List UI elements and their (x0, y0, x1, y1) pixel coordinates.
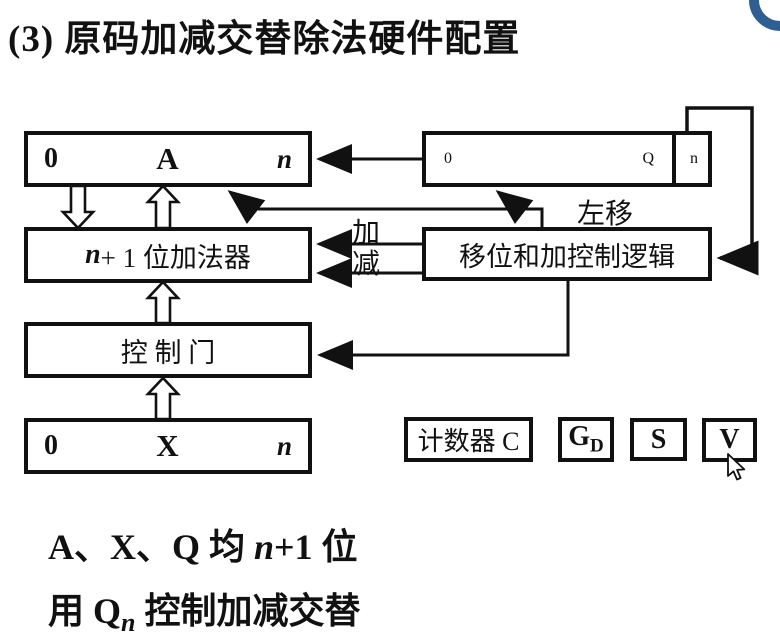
bus-x-to-gate (144, 376, 182, 421)
register-a-box: 0 A n (24, 131, 312, 187)
register-q-bit0: 0 (444, 150, 452, 167)
register-q-box: 0 Q n (422, 131, 712, 187)
control-gate-box: 控 制 门 (24, 322, 312, 378)
wire-leftshift-to-q (495, 190, 534, 225)
v-flag-box: V (702, 418, 757, 462)
register-x-label: X (156, 428, 179, 463)
counter-c-box: 计数器 C (404, 417, 533, 462)
register-x-bit0: 0 (44, 430, 58, 461)
bus-gate-to-adder (144, 280, 182, 325)
register-q-label: Q (642, 150, 654, 167)
register-x-box: 0 X n (24, 418, 312, 474)
adder-label-n: n (85, 239, 101, 270)
s-flag-label: S (650, 423, 667, 455)
gd-flag-box: GD (558, 417, 614, 462)
adder-label: + 1 位加法器 (100, 242, 251, 273)
register-q-n-cell: n (672, 135, 712, 183)
label-subtract: 减 (351, 249, 380, 280)
counter-c-label: 计数器 C (417, 427, 520, 456)
register-x-bitn: n (276, 430, 292, 461)
adder-box: n + 1 位加法器 (24, 227, 312, 283)
shift-control-label: 移位和加控制逻辑 (459, 241, 675, 272)
register-q-main: 0 Q (426, 135, 672, 183)
register-a-label: A (156, 141, 179, 176)
register-a-bitn: n (276, 143, 292, 174)
page-title: (3) 原码加减交替除法硬件配置 (8, 19, 521, 60)
mouse-cursor-icon (727, 453, 746, 481)
control-gate-label: 控 制 门 (120, 337, 216, 368)
v-flag-label: V (719, 424, 740, 455)
s-flag-box: S (630, 418, 687, 461)
note-line-2: 用 Qn 控制加减交替 (48, 591, 361, 634)
wire-to-control-gate (317, 281, 570, 370)
shift-control-box: 移位和加控制逻辑 (422, 227, 712, 281)
label-add: 加 (351, 218, 380, 249)
logo-icon (749, 0, 780, 31)
note-line-1: A、X、Q 均 n+1 位 (48, 527, 358, 567)
register-a-bit0: 0 (44, 143, 58, 174)
gd-flag-label: GD (568, 421, 604, 457)
bus-adder-to-a (144, 184, 182, 230)
register-q-bitn: n (690, 150, 698, 167)
label-left-shift: 左移 (576, 199, 633, 230)
bus-a-to-adder (59, 184, 97, 230)
